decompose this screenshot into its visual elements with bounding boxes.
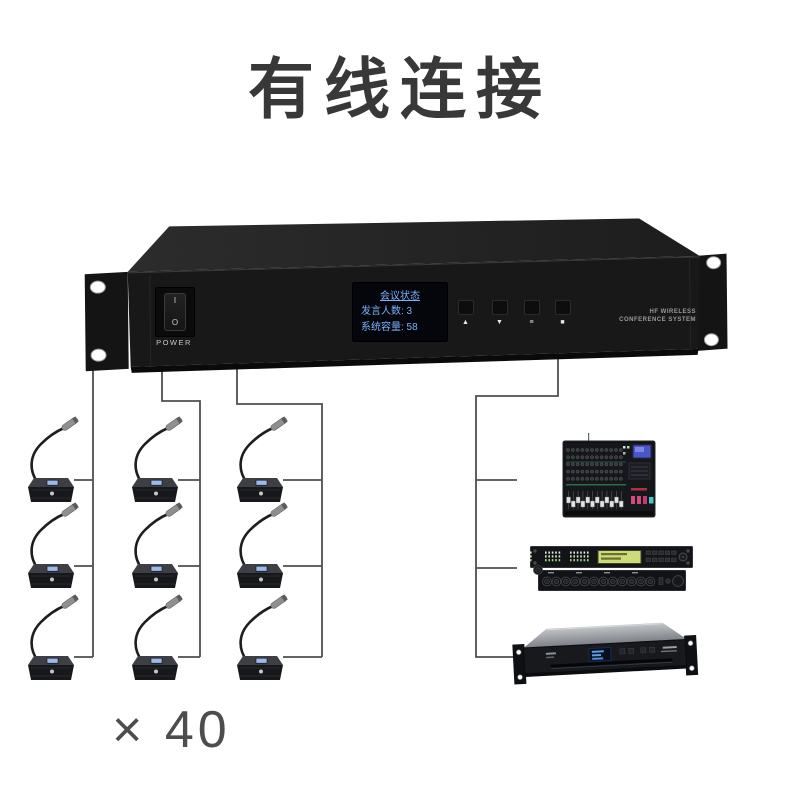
mixer-channel-line	[566, 484, 626, 486]
power-rocker: I O	[164, 293, 186, 331]
mixer-led	[623, 452, 626, 455]
power-amplifier	[512, 622, 699, 685]
microphone-unit	[26, 593, 81, 682]
enter-button: ■	[554, 300, 571, 326]
mixer-antenna	[588, 433, 590, 442]
xlr-patch-panel	[533, 565, 686, 591]
microphone-unit	[235, 415, 290, 504]
mixer-master-fader	[643, 496, 647, 504]
mixer-screen-glare	[635, 447, 644, 452]
amp-bottom-lip	[524, 665, 687, 677]
connection-stubs-column-3	[283, 479, 322, 658]
screw-hole	[706, 256, 722, 270]
button-cap	[457, 300, 474, 315]
screw-hole	[703, 333, 719, 347]
audio-processor	[530, 546, 693, 568]
mixer-red-strip	[631, 488, 647, 491]
amp-rack-ear-right	[684, 634, 699, 676]
microphone-grid	[26, 415, 290, 682]
mixer-bottom-strip	[565, 511, 653, 515]
xlr-connectors	[533, 565, 656, 587]
dsp-buttons	[645, 550, 677, 562]
amp-brand-mark	[662, 645, 677, 649]
page-title: 有线连接	[248, 52, 552, 126]
panel-seam	[689, 258, 692, 347]
button-cap	[554, 300, 571, 315]
microphone-unit	[130, 501, 185, 590]
host-rack-ear-right	[696, 253, 728, 351]
connection-stubs-devices	[476, 479, 517, 569]
up-button: ▲	[457, 300, 474, 326]
mixer-channel-line	[566, 461, 626, 463]
host-lcd-display: 会议状态 发言人数: 3 系统容量: 58	[352, 282, 448, 342]
screw-hole	[90, 348, 107, 362]
lcd-line-2: 发言人数: 3	[361, 306, 413, 317]
up-arrow-icon: ▲	[462, 319, 469, 326]
screw-hole	[516, 649, 522, 655]
mixer-knob-grid	[566, 448, 623, 481]
mixer-faders	[566, 491, 624, 509]
connection-stubs-column-1	[74, 479, 93, 658]
microphone-unit	[235, 593, 290, 682]
host-bottom-lip	[130, 348, 699, 373]
panel-highlight	[127, 256, 700, 274]
screw-hole	[517, 674, 523, 680]
amp-rack-ear-left	[512, 643, 527, 685]
audio-mixer	[562, 433, 656, 518]
mixer-master-fader	[637, 496, 641, 504]
button-cap	[491, 300, 508, 315]
screw-hole	[687, 640, 694, 646]
microphone-unit	[235, 501, 290, 590]
connection-line-devices	[475, 353, 559, 658]
brand-line-2: CONFERENCE SYSTEM	[619, 317, 696, 323]
down-arrow-icon: ▼	[496, 319, 503, 326]
panel-seam	[149, 274, 152, 365]
down-button: ▼	[491, 300, 508, 326]
xlr-volume-knob	[672, 575, 684, 587]
microphone-unit	[130, 593, 185, 682]
amp-buttons	[619, 646, 656, 655]
microphone-count-label: × 40	[112, 701, 231, 759]
host-rack-ear-left	[84, 271, 129, 372]
connection-stubs-column-2	[178, 479, 200, 658]
power-label: POWER	[156, 338, 192, 347]
menu-button: ≡	[523, 300, 540, 326]
screw-hole	[89, 280, 106, 294]
dsp-led-meters	[530, 551, 589, 562]
amp-model-mark	[545, 652, 556, 655]
mixer-led	[623, 446, 626, 449]
lcd-line-3: 系统容量: 58	[361, 322, 418, 333]
screw-hole	[689, 665, 695, 671]
switch-off-mark: O	[171, 318, 179, 327]
mixer-led	[627, 446, 630, 449]
lcd-line-1: 会议状态	[380, 291, 420, 302]
dsp-lcd	[597, 550, 642, 564]
enter-icon: ■	[560, 319, 565, 326]
connection-line-column-2	[161, 364, 201, 657]
microphone-unit	[26, 415, 81, 504]
amp-vent-slot	[550, 658, 673, 668]
button-cap	[523, 300, 540, 315]
connection-lines	[74, 353, 559, 658]
host-button-row: ▲ ▼ ≡ ■	[455, 300, 575, 340]
host-top-surface	[127, 218, 700, 272]
power-switch: I O	[155, 287, 195, 337]
switch-on-mark: I	[173, 296, 177, 305]
microphone-unit	[130, 415, 185, 504]
mixer-cue-button	[649, 497, 654, 504]
brand-line-1: HF WIRELESS	[649, 309, 696, 315]
microphone-unit	[26, 501, 81, 590]
menu-icon: ≡	[529, 319, 534, 326]
connection-line-column-3	[236, 363, 323, 657]
host-brand-text: HF WIRELESS CONFERENCE SYSTEM	[612, 308, 696, 324]
mixer-master-fader	[631, 496, 635, 504]
